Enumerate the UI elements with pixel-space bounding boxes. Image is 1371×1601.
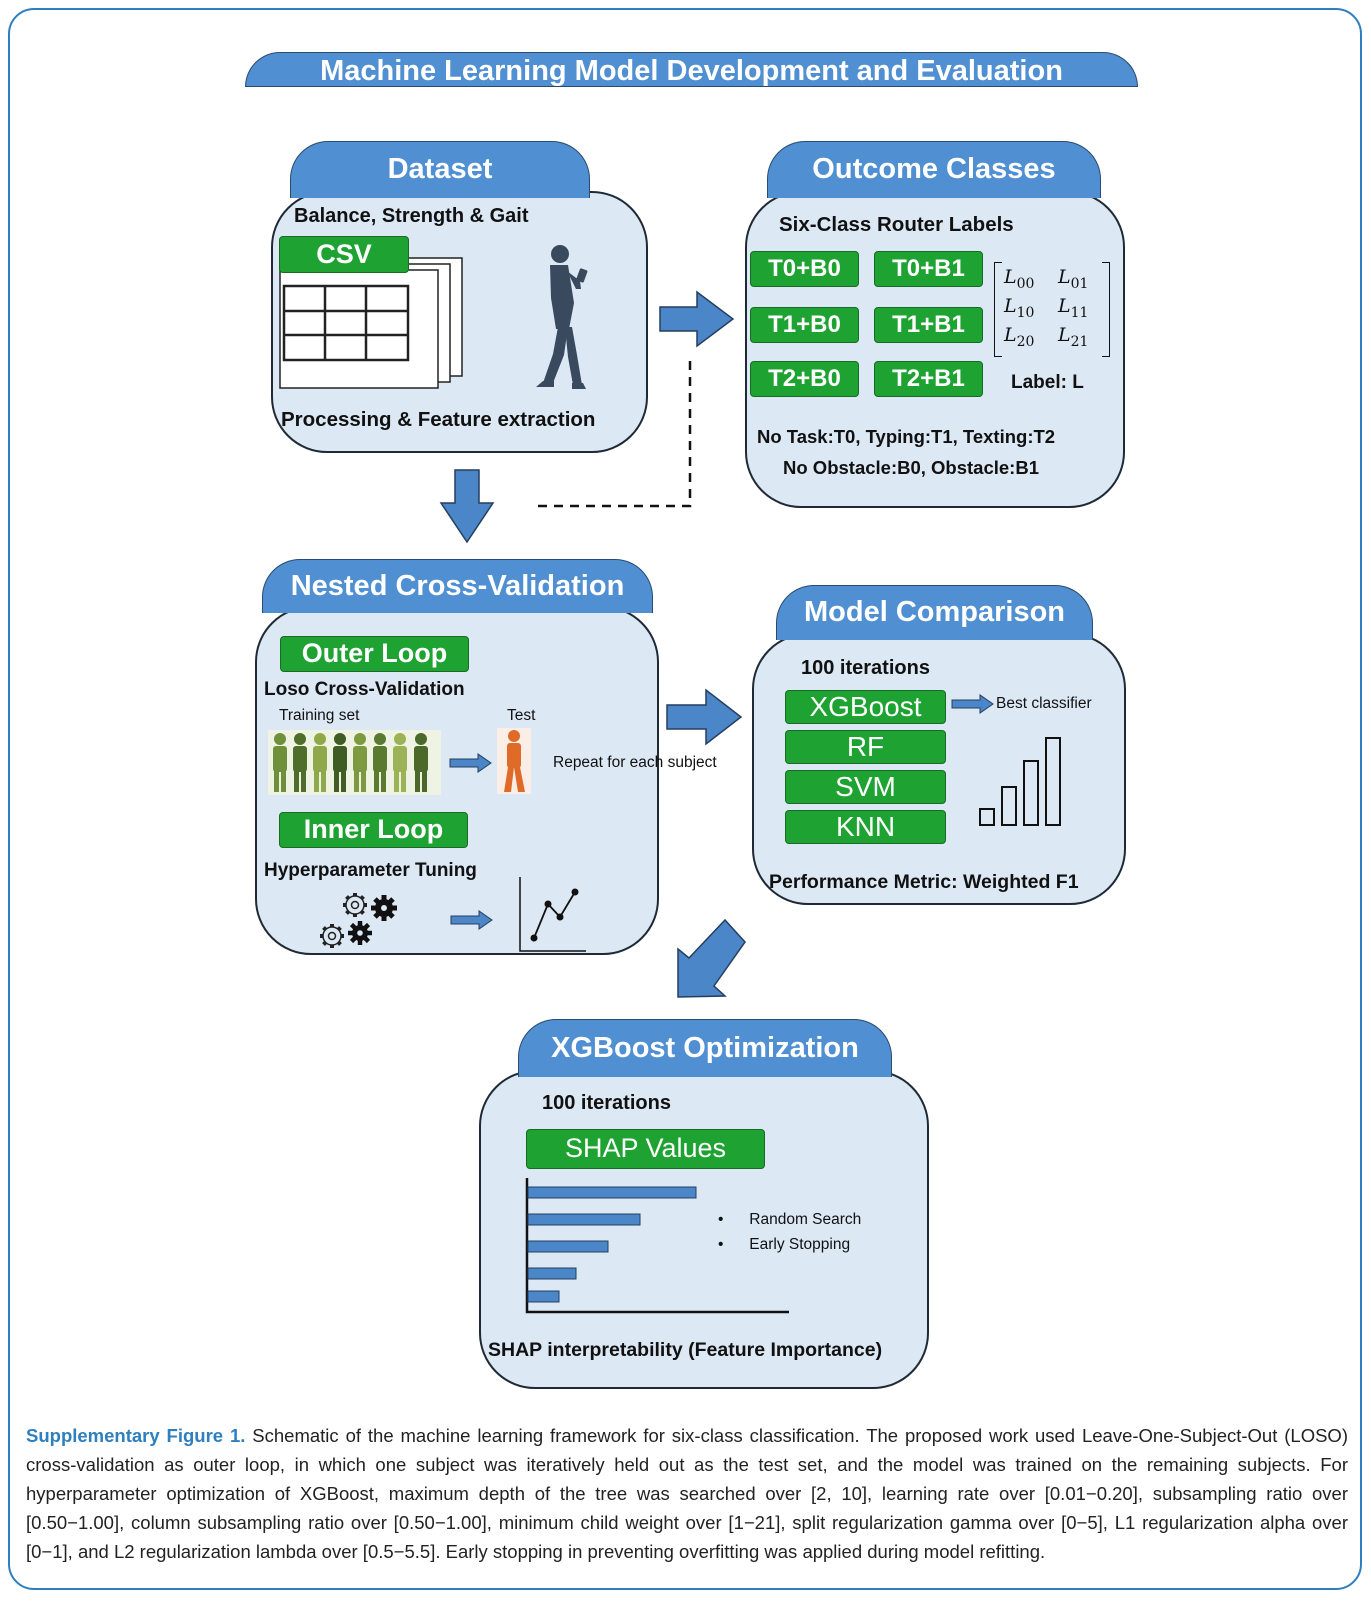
arrow-dataset-to-outcome [659, 290, 735, 348]
class-t0-b1: T0+B1 [874, 251, 983, 287]
training-set-label: Training set [279, 707, 360, 724]
dataset-tab: Dataset [290, 141, 590, 198]
model-knn: KNN [785, 810, 946, 844]
gears-icon [320, 893, 397, 948]
class-t1-b0: T1+B0 [750, 307, 859, 343]
bullet-random-search: • Random Search [718, 1211, 862, 1228]
xgb-iterations: 100 iterations [542, 1092, 671, 1114]
model-rf: RF [785, 730, 946, 764]
arrow-nested-to-comparison [666, 688, 743, 746]
tuning-curve-icon [519, 877, 586, 952]
figure-frame [8, 8, 1362, 1590]
bullet-early-stopping: • Early Stopping [718, 1236, 851, 1253]
inner-loop-subtitle: Hyperparameter Tuning [264, 860, 477, 881]
arrow-dataset-to-nested [439, 469, 495, 544]
shap-bar-chart-icon [525, 1178, 789, 1314]
outcome-tab: Outcome Classes [767, 141, 1101, 198]
dashed-connector [538, 356, 692, 508]
outer-loop-badge: Outer Loop [280, 636, 469, 672]
pedestrian-texting-icon [536, 245, 588, 389]
training-subjects-icon [268, 730, 441, 795]
model-xgboost: XGBoost [785, 690, 946, 724]
caption-label: Supplementary Figure 1. [26, 1425, 246, 1446]
caption-text: Schematic of the machine learning framew… [26, 1425, 1348, 1562]
bar-growth-icon [979, 737, 1061, 826]
figure-caption: Supplementary Figure 1. Schematic of the… [26, 1421, 1348, 1566]
best-classifier-label: Best classifier [996, 695, 1092, 712]
best-arrow-icon [951, 694, 994, 714]
comparison-tab: Model Comparison [776, 585, 1093, 640]
nested-tab: Nested Cross-Validation [262, 559, 653, 613]
class-t2-b1: T2+B1 [874, 361, 983, 397]
label-matrix: L00 L01 L10 L11 L20 L21 [994, 262, 1110, 357]
arrow-comparison-to-xgb [677, 918, 746, 998]
class-t1-b1: T1+B1 [874, 307, 983, 343]
small-arrow-icon [449, 753, 492, 773]
class-t2-b0: T2+B0 [750, 361, 859, 397]
label-l: Label: L [1011, 372, 1084, 393]
task-legend: No Task:T0, Typing:T1, Texting:T2 [757, 426, 1056, 447]
figure-title: Machine Learning Model Development and E… [245, 52, 1138, 87]
shap-values-badge: SHAP Values [526, 1129, 765, 1169]
xgb-tab: XGBoost Optimization [518, 1019, 892, 1077]
xgb-panel [479, 1070, 929, 1389]
outcome-subtitle: Six-Class Router Labels [779, 213, 1014, 236]
small-arrow-icon-2 [450, 910, 493, 930]
repeat-each-subject: Repeat for each subject [553, 754, 717, 771]
csv-badge: CSV [279, 236, 409, 273]
xgb-footer: SHAP interpretability (Feature Importanc… [488, 1339, 883, 1361]
dataset-footer: Processing & Feature extraction [281, 408, 596, 431]
comparison-iterations: 100 iterations [801, 657, 930, 679]
inner-loop-badge: Inner Loop [279, 812, 468, 848]
test-subject-icon [497, 728, 531, 794]
outer-loop-subtitle: Loso Cross-Validation [264, 679, 465, 700]
test-label: Test [507, 707, 536, 724]
flow-arrows [439, 290, 746, 998]
model-svm: SVM [785, 770, 946, 804]
class-t0-b0: T0+B0 [750, 251, 859, 287]
dataset-subtitle: Balance, Strength & Gait [294, 205, 529, 227]
obstacle-legend: No Obstacle:B0, Obstacle:B1 [783, 457, 1039, 478]
performance-metric: Performance Metric: Weighted F1 [769, 871, 1079, 893]
